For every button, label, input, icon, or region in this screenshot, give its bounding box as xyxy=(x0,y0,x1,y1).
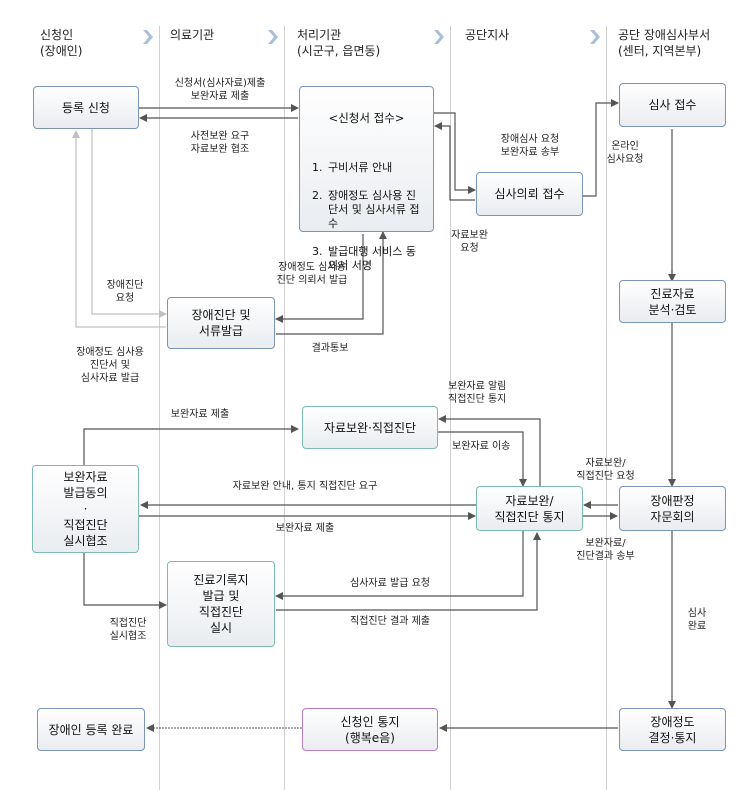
label-direct-diag-result: 직접진단 결과 제출 xyxy=(350,616,430,627)
chevron-right-icon xyxy=(268,30,278,44)
lane-header-review-dept: 공단 장애심사부서 (센터, 지역본부) xyxy=(618,28,711,58)
arrow-direct-diag-coop xyxy=(83,553,167,609)
label-diag-request: 장애진단 요청 xyxy=(106,280,144,304)
medical-analysis-box: 진료자료 분석·검토 xyxy=(619,280,726,323)
lane-divider xyxy=(450,26,451,790)
applicant-notice-box: 신청인 통지 (행복e음) xyxy=(302,708,438,751)
intake-item: 발급대행 서비스 동의서 서명 xyxy=(326,245,423,273)
application-intake-box: <신청서 접수> 구비서류 안내 장애정도 심사용 진단서 및 심사서류 접수 … xyxy=(299,86,434,272)
consent-coop-box: 보완자료 발급동의 · 직접진단 실시협조 xyxy=(32,465,139,553)
review-receipt-box: 심사 접수 xyxy=(619,83,726,127)
arrow-online-review xyxy=(583,99,619,197)
lane-divider xyxy=(606,26,607,790)
label-pre-supplement: 사전보완 요구 자료보완 협조 xyxy=(190,131,250,155)
arrow-supplement-transfer xyxy=(438,431,527,487)
application-intake-list: 구비서류 안내 장애정도 심사용 진단서 및 심사서류 접수 발급대행 서비스 … xyxy=(310,147,423,287)
registration-done-box: 장애인 등록 완료 xyxy=(37,708,145,751)
grade-decision-box: 장애정도 결정·통지 xyxy=(619,708,726,751)
chevron-right-icon xyxy=(590,30,600,44)
arrow-to-review-request xyxy=(434,112,476,194)
label-review-docs-request: 심사자료 발급 요청 xyxy=(350,578,430,589)
lane-header-medical: 의료기관 xyxy=(170,28,215,42)
record-issue-diag-box: 진료기록지 발급 및 직접진단 실시 xyxy=(167,561,275,647)
lane-header-applicant: 신청인 (장애인) xyxy=(40,28,83,58)
label-supplement-guide: 자료보완 안내, 통지 직접진단 요구 xyxy=(232,481,378,492)
label-diag-docs-issue: 장애정도 심사용 진단서 및 심사자료 발급 xyxy=(76,347,144,384)
intake-item: 구비서류 안내 xyxy=(326,161,423,175)
label-review-done: 심사 완료 xyxy=(687,608,707,632)
review-request-receipt-box: 심사의뢰 접수 xyxy=(476,172,583,216)
chevron-right-icon xyxy=(434,30,444,44)
label-supplement-alert: 보완자료 알림 직접진단 통지 xyxy=(448,381,507,405)
grading-committee-box: 장애판정 자문회의 xyxy=(619,486,726,531)
intake-item: 장애정도 심사용 진단서 및 심사서류 접수 xyxy=(326,189,423,231)
arrow-result-notify xyxy=(276,231,387,335)
label-supplement-submit-top: 보완자료 제출 xyxy=(170,409,230,420)
label-review-request-send: 장애심사 요청 보완자료 송부 xyxy=(500,134,560,158)
arrow-back-to-intake xyxy=(434,122,475,201)
label-supplement-request: 자료보완 요청 xyxy=(451,230,488,254)
arrow-supplement-submit-top xyxy=(83,425,299,465)
label-supplement-direct-request: 자료보완/ 직접진단 요청 xyxy=(576,458,635,482)
label-supplement-submit-mid: 보완자료 제출 xyxy=(275,523,335,534)
diagnosis-issue-box: 장애진단 및 서류발급 xyxy=(167,297,275,349)
supplement-direct-diag-box: 자료보완·직접진단 xyxy=(302,406,438,449)
label-diag-referral: 장애정도 심사용 진단 의뢰서 발급 xyxy=(276,262,348,286)
supplement-notice-box: 자료보완/ 직접진단 통지 xyxy=(476,486,583,531)
label-result-notify: 결과통보 xyxy=(311,343,349,354)
label-direct-diag-coop: 직접진단 실시협조 xyxy=(109,618,147,642)
lane-divider xyxy=(159,26,160,790)
register-request-box: 등록 신청 xyxy=(33,86,139,129)
lane-header-branch: 공단지사 xyxy=(465,28,510,42)
arrow-direct-diag-result xyxy=(276,532,541,611)
arrow-diag-request xyxy=(91,129,167,318)
lane-header-processing: 처리기관 (시군구, 읍면동) xyxy=(297,28,381,58)
arrow-diag-docs-issue xyxy=(72,130,166,328)
arrow-diag-referral xyxy=(275,234,364,323)
label-supplement-transfer: 보완자료 이송 xyxy=(452,441,511,452)
label-supplement-result-send: 보완자료/ 진단결과 송부 xyxy=(576,538,635,562)
lane-divider xyxy=(284,26,285,790)
arrow-review-docs-request xyxy=(275,531,524,600)
chevron-right-icon xyxy=(143,30,153,44)
label-online-review: 온라인 심사요청 xyxy=(606,141,644,165)
label-submit-application: 신청서(심사자료)제출 보완자료 제출 xyxy=(174,78,266,102)
application-intake-title: <신청서 접수> xyxy=(328,111,405,125)
